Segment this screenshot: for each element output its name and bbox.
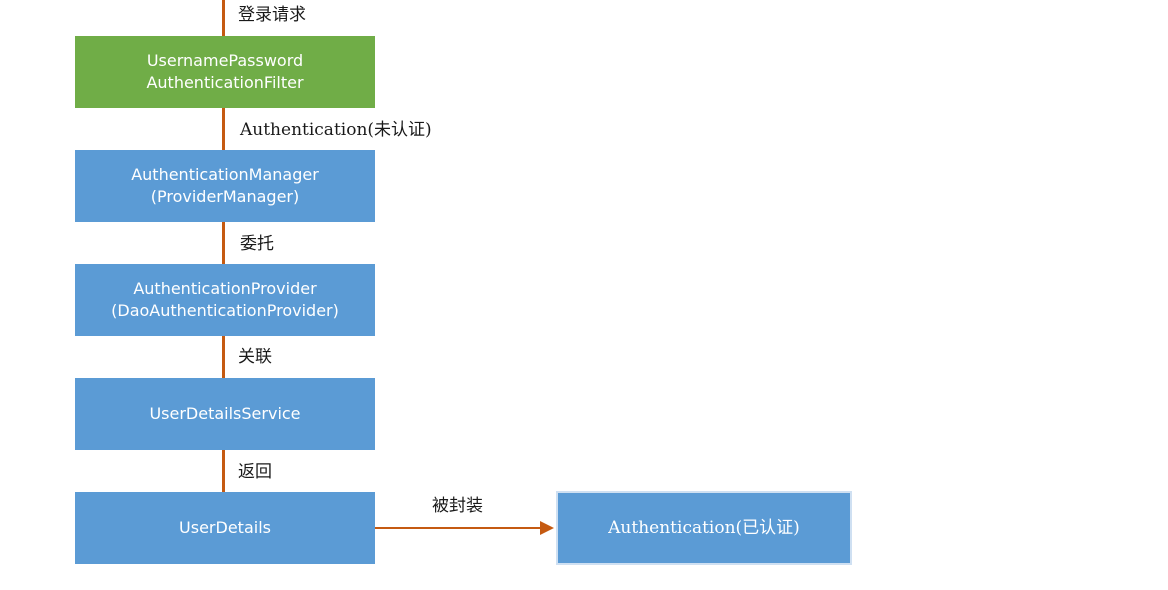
connector-provider-service bbox=[222, 336, 225, 378]
label-login-request: 登录请求 bbox=[238, 5, 306, 25]
arrow-line-wrapped bbox=[374, 527, 542, 529]
node-user-details: UserDetails bbox=[75, 492, 375, 564]
connector-service-details bbox=[222, 450, 225, 492]
node-authentication-provider: AuthenticationProvider (DaoAuthenticatio… bbox=[75, 264, 375, 336]
arrowhead-icon bbox=[540, 521, 554, 535]
label-returns: 返回 bbox=[238, 462, 272, 482]
connector-login bbox=[222, 0, 225, 36]
node-user-details-service: UserDetailsService bbox=[75, 378, 375, 450]
label-associate: 关联 bbox=[238, 347, 272, 367]
node-authentication-authenticated: Authentication(已认证) bbox=[556, 491, 852, 565]
connector-filter-manager bbox=[222, 108, 225, 150]
label-wrapped: 被封装 bbox=[432, 496, 483, 516]
connector-manager-provider bbox=[222, 222, 225, 264]
node-username-password-filter: UsernamePassword AuthenticationFilter bbox=[75, 36, 375, 108]
label-delegate: 委托 bbox=[240, 234, 274, 254]
label-unauthenticated: Authentication(未认证) bbox=[240, 120, 432, 140]
node-authentication-manager: AuthenticationManager (ProviderManager) bbox=[75, 150, 375, 222]
